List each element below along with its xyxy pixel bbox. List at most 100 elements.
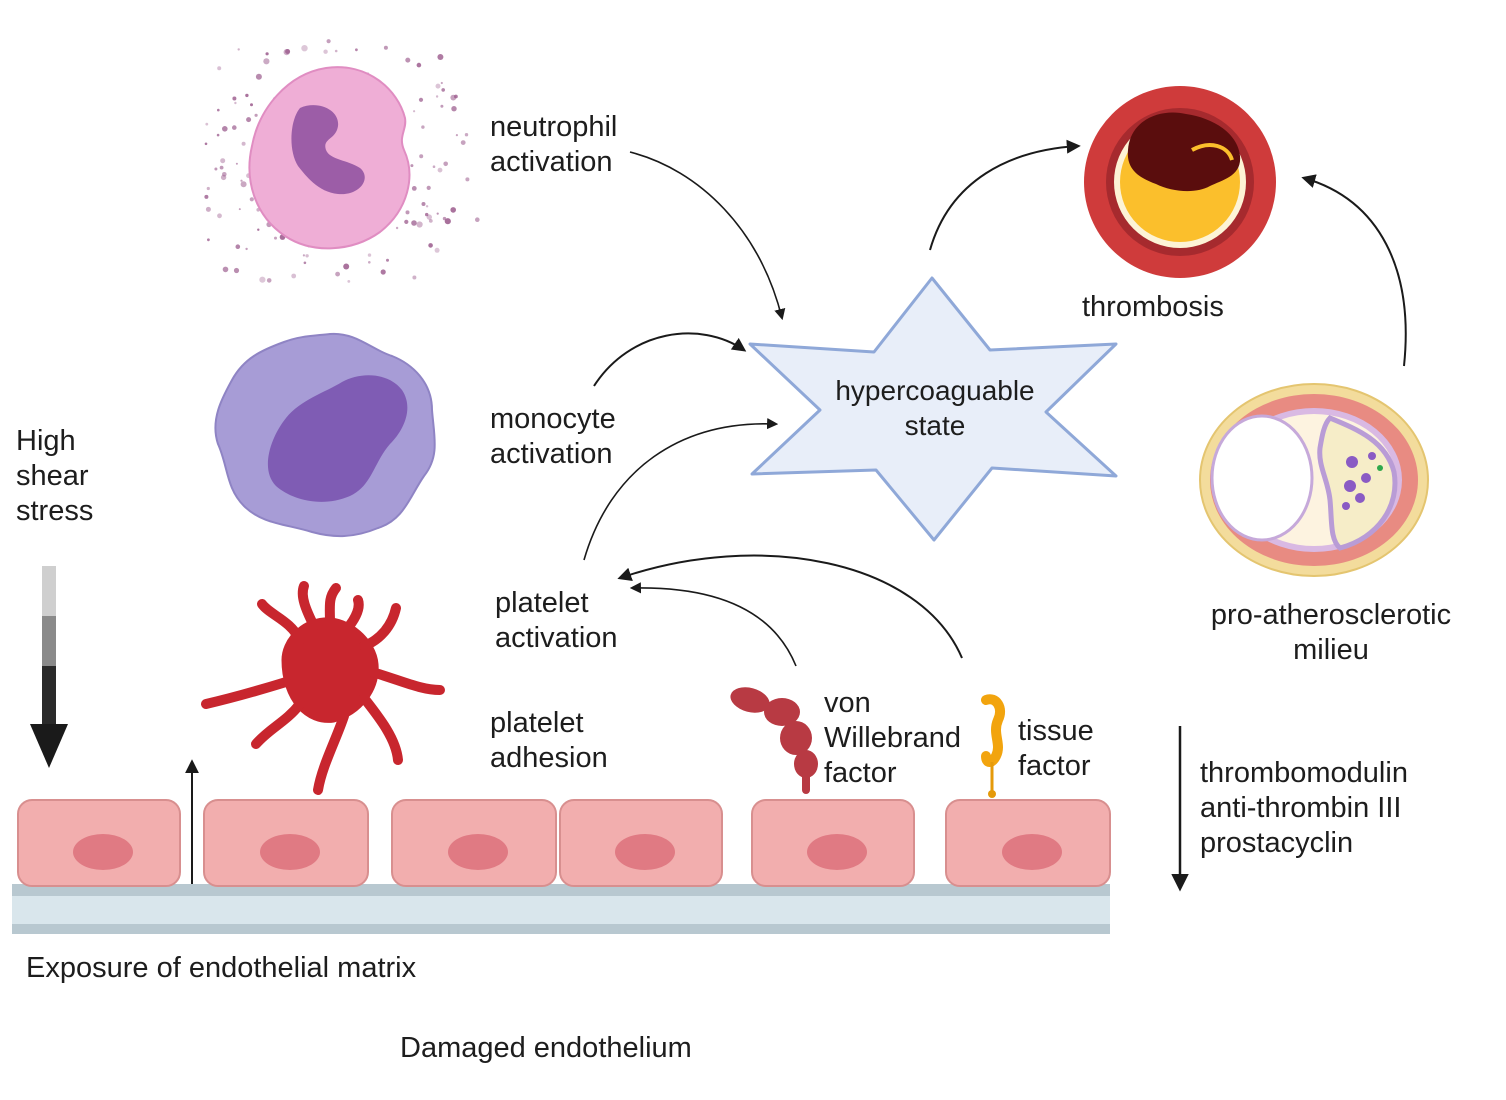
shear-stress-arrow [30, 566, 68, 768]
activated-platelet-icon [201, 581, 445, 795]
granule-dot [435, 83, 441, 89]
arrow-tf-to-platelet [617, 554, 963, 659]
endothelial-cell [945, 799, 1111, 887]
endothelium-layer [12, 884, 1110, 934]
granule-dot [425, 212, 429, 217]
granule-dot [335, 271, 340, 277]
granule-dot [437, 167, 443, 173]
granule-dot [443, 161, 449, 167]
granule-dot [421, 125, 425, 129]
granule-dot [245, 247, 248, 251]
granule-dot [232, 125, 237, 130]
granule-dot [204, 194, 209, 199]
granule-dot [235, 244, 241, 249]
granule-dot [475, 217, 480, 222]
granule-dot [240, 179, 243, 182]
granule-dot [355, 48, 358, 52]
granule-dot [440, 104, 444, 108]
granule-dot [265, 52, 269, 56]
granule-dot [274, 236, 277, 240]
granule-dot [205, 122, 209, 126]
granule-dot [441, 88, 446, 92]
granule-dot [411, 186, 417, 191]
arrow-neutrophil-to-star [629, 151, 786, 321]
granule-dot [305, 254, 309, 258]
granule-dot [232, 96, 237, 101]
granule-dot [291, 273, 297, 279]
granule-dot [207, 238, 210, 242]
granule-dot [460, 140, 466, 146]
granule-dot [214, 167, 218, 171]
granule-dot [222, 266, 229, 273]
granule-dot [411, 220, 417, 226]
granule-dot [216, 133, 220, 137]
granule-dot [412, 275, 417, 280]
endothelial-cell [17, 799, 181, 887]
granule-dot [326, 39, 331, 44]
granule-dot [410, 164, 414, 168]
granule-dot [301, 45, 308, 52]
endothelial-cell [203, 799, 369, 887]
von-willebrand-factor-icon [730, 687, 818, 794]
hypercoagulable-star-icon [748, 276, 1118, 542]
granule-dot [266, 278, 272, 283]
granule-dot [347, 280, 351, 283]
granule-dot [220, 158, 226, 164]
endothelial-cell [559, 799, 723, 887]
thrombosis-vessel-icon [1084, 86, 1276, 278]
granule-dot [259, 276, 266, 283]
granule-dot [234, 101, 237, 105]
granule-dot [367, 253, 372, 257]
label-thrombosis: thrombosis [1082, 291, 1224, 323]
granule-dot [432, 165, 436, 168]
granule-dot [205, 206, 211, 212]
endothelial-cell [751, 799, 915, 887]
granule-dot [386, 258, 389, 262]
granule-dot [206, 186, 210, 191]
granule-dot [220, 174, 227, 181]
granule-dot [454, 94, 458, 99]
granule-dot [383, 45, 388, 50]
granule-dot [434, 247, 440, 253]
granule-dot [421, 202, 426, 206]
granule-dot [380, 269, 386, 275]
granule-dot [323, 49, 328, 54]
granule-dot [219, 165, 224, 170]
granule-dot [245, 93, 249, 98]
granule-dot [455, 134, 458, 137]
granule-dot [254, 113, 258, 117]
tissue-factor-icon [981, 694, 1006, 798]
granule-dot [283, 49, 290, 56]
granule-dot [217, 213, 222, 219]
granule-dot [405, 57, 411, 63]
granule-dot [302, 254, 305, 257]
granule-dot [428, 243, 433, 248]
granule-dot [334, 49, 338, 53]
granule-dot [450, 207, 457, 213]
granule-dot [451, 106, 457, 112]
granule-dot [440, 81, 443, 85]
granule-dot [444, 218, 451, 225]
granule-dot [343, 263, 350, 270]
granule-dot [222, 126, 228, 132]
granule-dot [237, 48, 240, 51]
arrow-monocyte-to-star [593, 332, 747, 387]
granule-dot [419, 154, 424, 159]
granule-dot [426, 185, 431, 190]
endothelial-cells [17, 799, 1111, 887]
granule-dot [395, 226, 399, 230]
endothelial-cell [391, 799, 557, 887]
atherosclerotic-vessel-icon [1199, 383, 1429, 577]
granule-dot [250, 103, 253, 107]
granule-dot [428, 219, 433, 223]
arrow-milieu-to-thrombosis [1301, 174, 1407, 367]
